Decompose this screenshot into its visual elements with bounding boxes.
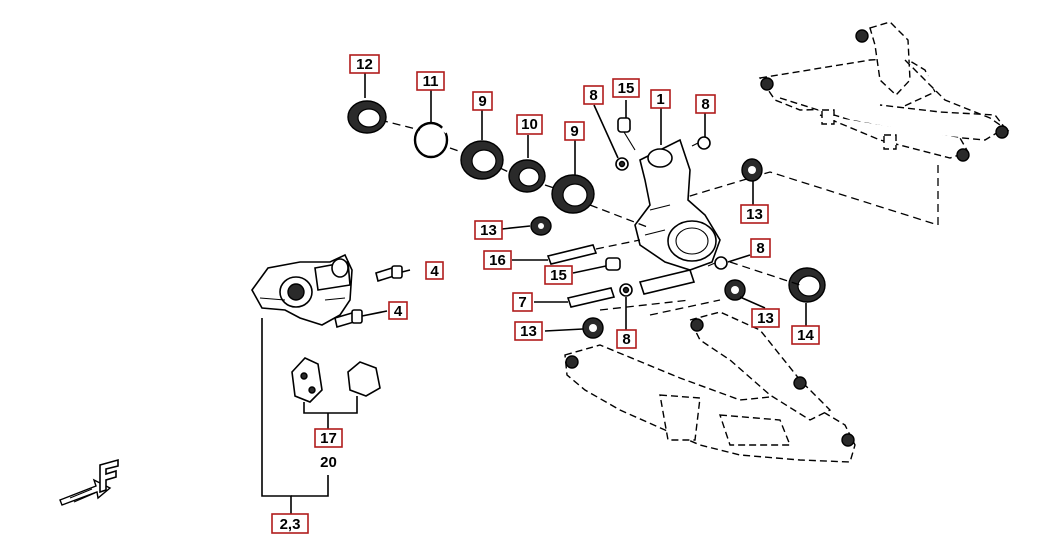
callout-15b-label: 15 — [550, 267, 567, 284]
callout-16-label: 16 — [489, 252, 506, 269]
callout-13b-label: 13 — [746, 206, 763, 223]
callout-8c-label: 8 — [756, 240, 764, 257]
callout-15b: 15 — [544, 265, 573, 285]
seal-part-14 — [788, 267, 826, 303]
brake-caliper-part — [251, 253, 353, 326]
callout-15a: 15 — [612, 78, 640, 98]
pin-part-16 — [546, 239, 641, 265]
brake-pad-part-17a — [291, 357, 323, 403]
grease-fitting-part-15b — [605, 257, 621, 271]
seal-part-12 — [347, 100, 387, 134]
upper-frame — [758, 21, 1011, 162]
washer-part-13b — [741, 158, 763, 182]
lower-swing-arm — [564, 311, 856, 463]
nut-part-8a — [615, 157, 629, 171]
lower-guide — [599, 299, 721, 316]
callout-8b-label: 8 — [701, 96, 709, 113]
callout-7-label: 7 — [518, 294, 526, 311]
callout-12: 12 — [349, 54, 380, 74]
knuckle-part — [634, 138, 721, 271]
front-direction-arrow-icon — [59, 458, 119, 506]
callout-9b: 9 — [564, 121, 585, 141]
callout-8c: 8 — [750, 238, 771, 258]
leader-lines — [261, 73, 807, 514]
callout-8a-label: 8 — [589, 87, 597, 104]
bolt-part-8c — [707, 256, 728, 270]
callout-13a: 13 — [474, 220, 503, 240]
callout-13d-label: 13 — [757, 310, 774, 327]
callout-14: 14 — [791, 325, 820, 345]
callout-16: 16 — [483, 250, 512, 270]
callout-2-3-label: 2,3 — [280, 516, 301, 533]
nut-part-8d — [619, 283, 633, 297]
callout-8d: 8 — [616, 329, 637, 349]
callout-4a: 4 — [425, 261, 444, 280]
callout-11-label: 11 — [423, 73, 439, 90]
frame-to-knuckle-guide — [659, 165, 939, 226]
callout-7: 7 — [512, 292, 533, 312]
callout-11: 11 — [416, 71, 445, 91]
grease-fitting-part-15a — [617, 117, 636, 151]
bolt-part-4a — [375, 265, 403, 283]
callout-13b: 13 — [740, 204, 769, 224]
callout-4b: 4 — [388, 301, 408, 320]
callout-8b: 8 — [695, 94, 716, 114]
callout-13d: 13 — [751, 308, 780, 328]
callout-4b-label: 4 — [394, 303, 403, 320]
callout-2-3: 2,3 — [271, 513, 309, 534]
bearing-part-9a — [460, 140, 504, 180]
callout-10-label: 10 — [521, 116, 538, 133]
callout-13c: 13 — [514, 321, 543, 341]
callout-14-label: 14 — [797, 327, 814, 344]
pin-part-7 — [566, 269, 696, 308]
snap-ring-part-11 — [413, 121, 449, 159]
bearing-part-9b — [551, 174, 595, 214]
washer-part-13d — [724, 279, 746, 301]
callout-17: 17 — [314, 428, 343, 448]
callout-13a-label: 13 — [480, 222, 497, 239]
callout-1: 1 — [650, 89, 671, 109]
bolt-part-8b — [691, 136, 711, 150]
callout-9a: 9 — [472, 91, 493, 111]
callout-10: 10 — [516, 114, 543, 135]
washer-part-13a — [530, 216, 552, 236]
callout-8d-label: 8 — [622, 331, 630, 348]
callout-15a-label: 15 — [618, 80, 635, 97]
label-20: 20 — [320, 454, 337, 471]
callout-4a-label: 4 — [430, 263, 439, 280]
callout-9a-label: 9 — [478, 93, 486, 110]
spacer-part-10 — [508, 159, 546, 193]
brake-pad-part-17b — [347, 361, 381, 397]
callout-17-label: 17 — [320, 430, 337, 447]
callout-1-label: 1 — [656, 91, 664, 108]
bearing-axis-guide — [379, 119, 651, 229]
washer-part-13c — [582, 317, 604, 339]
callout-8a: 8 — [583, 85, 604, 105]
callout-13c-label: 13 — [520, 323, 537, 340]
bolt-part-4b — [334, 309, 363, 329]
callout-9b-label: 9 — [570, 123, 578, 140]
callout-12-label: 12 — [356, 56, 373, 73]
